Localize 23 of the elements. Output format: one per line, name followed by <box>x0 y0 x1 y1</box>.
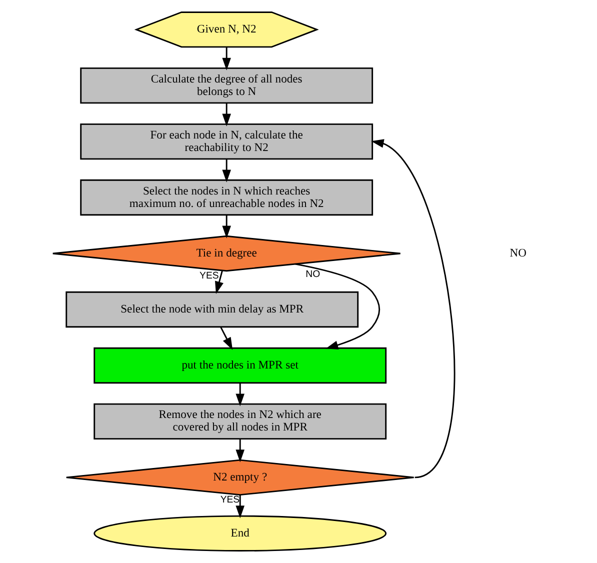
edge-label: YES <box>220 494 240 506</box>
label: NO <box>510 246 526 260</box>
arrow <box>222 103 231 126</box>
arrow <box>295 263 380 350</box>
arrow <box>222 215 231 238</box>
arrow <box>236 494 244 518</box>
edge-label: NO <box>306 269 320 280</box>
arrow <box>236 438 244 462</box>
node-box: Calculate the degree of all nodes belongs to N <box>80 67 374 104</box>
node-box: Select the node with min delay as MPR <box>66 291 359 328</box>
node-ellipse: End <box>94 515 387 552</box>
node-diamond: N2 empty ? <box>66 459 415 496</box>
node-box: Select the nodes in N which reaches maximum no. of unreachable nodes in N2 <box>80 179 374 216</box>
node-box: put the nodes in MPR set <box>94 347 387 384</box>
arrow <box>215 270 224 294</box>
node-box: For each node in N, calculate the reachability to N2 <box>80 123 374 160</box>
arrow <box>222 47 231 70</box>
edge-label: YES <box>200 270 219 282</box>
arrow <box>236 382 244 406</box>
arrow <box>371 139 456 478</box>
arrow <box>220 326 233 350</box>
arrow <box>222 159 231 182</box>
node-box: Remove the nodes in N2 which are covered by all nodes in MPR <box>94 403 387 440</box>
